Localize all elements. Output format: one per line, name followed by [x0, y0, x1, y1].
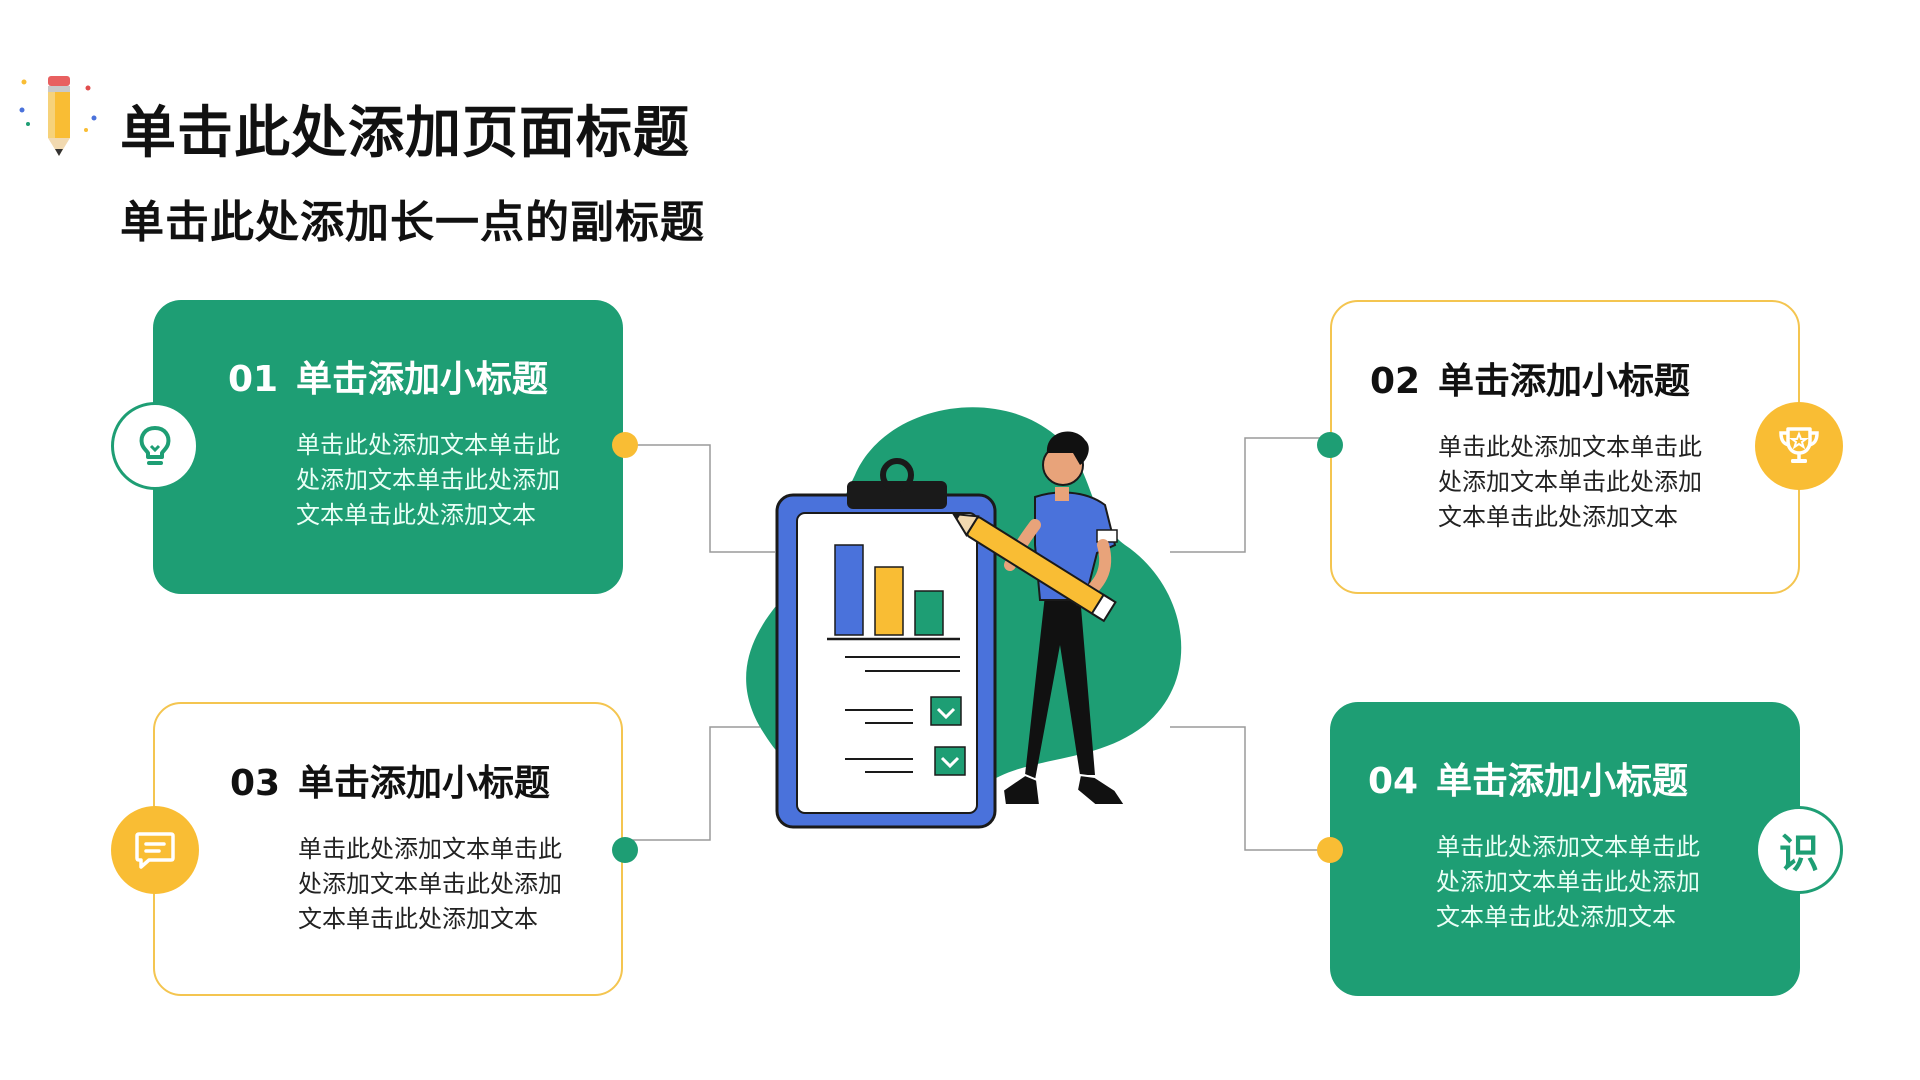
card-01-number: 01	[228, 359, 279, 400]
card-04[interactable]: 04 单击添加小标题 单击此处添加文本单击此处添加文本单击此处添加文本单击此处添加…	[1330, 702, 1800, 996]
card-01-connector-dot	[612, 432, 638, 458]
lightbulb-icon-badge	[111, 402, 199, 490]
trophy-icon-badge	[1755, 402, 1843, 490]
page-subtitle: 单击此处添加长一点的副标题	[120, 197, 705, 248]
card-04-text: 单击此处添加文本单击此处添加文本单击此处添加文本单击此处添加文本	[1436, 833, 1700, 931]
chat-icon	[135, 832, 175, 869]
card-02-title: 单击添加小标题	[1438, 361, 1691, 402]
card-04-title: 单击添加小标题	[1436, 761, 1689, 802]
card-04-number: 04	[1368, 761, 1419, 802]
card-01-heading: 01 单击添加小标题	[228, 350, 548, 402]
card-01-text: 单击此处添加文本单击此处添加文本单击此处添加文本单击此处添加文本	[296, 431, 560, 529]
card-02-heading: 02 单击添加小标题	[1370, 352, 1690, 404]
lightbulb-icon	[139, 426, 171, 465]
card-02-number: 02	[1370, 361, 1421, 402]
page-title: 单击此处添加页面标题	[120, 101, 690, 166]
card-02[interactable]: 02 单击添加小标题 单击此处添加文本单击此处添加文本单击此处添加文本单击此处添加…	[1330, 300, 1800, 594]
card-03-text: 单击此处添加文本单击此处添加文本单击此处添加文本单击此处添加文本	[298, 835, 562, 933]
card-03-title: 单击添加小标题	[298, 763, 551, 804]
card-03-number: 03	[230, 763, 281, 804]
card-04-heading: 04 单击添加小标题	[1368, 752, 1688, 804]
clipboard-person-illustration	[746, 407, 1182, 829]
person	[951, 431, 1127, 806]
knowledge-icon: 识	[1779, 831, 1819, 877]
card-02-text: 单击此处添加文本单击此处添加文本单击此处添加文本单击此处添加文本	[1438, 433, 1702, 531]
clipboard	[775, 458, 997, 829]
card-01-title: 单击添加小标题	[296, 359, 549, 400]
card-03-connector-dot	[612, 837, 638, 863]
card-04-connector-dot	[1317, 837, 1343, 863]
pencil-decoration-icon	[19, 76, 97, 156]
card-03[interactable]: 03 单击添加小标题 单击此处添加文本单击此处添加文本单击此处添加文本单击此处添加…	[153, 702, 623, 996]
card-01[interactable]: 01 单击添加小标题 单击此处添加文本单击此处添加文本单击此处添加文本单击此处添加…	[153, 300, 623, 594]
knowledge-icon-badge: 识	[1755, 806, 1843, 894]
chat-icon-badge	[111, 806, 199, 894]
trophy-icon	[1779, 427, 1819, 463]
card-03-heading: 03 单击添加小标题	[230, 754, 550, 806]
card-02-connector-dot	[1317, 432, 1343, 458]
